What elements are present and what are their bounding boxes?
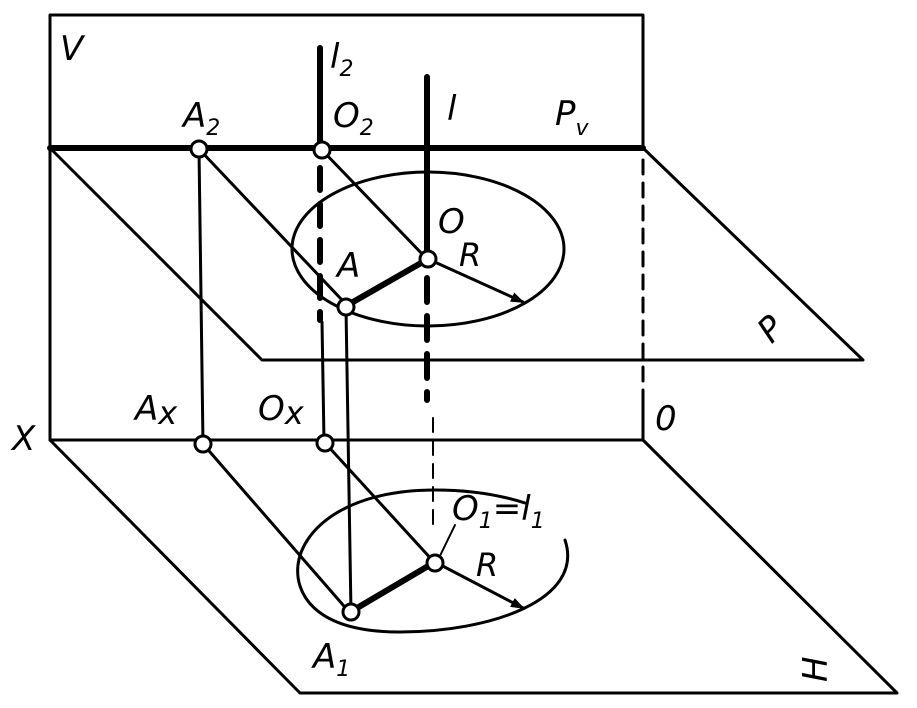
plane-v-outline: [48, 13, 645, 442]
point-a2: [189, 139, 209, 159]
label-a2: A2: [181, 96, 220, 141]
label-a: A: [335, 246, 360, 286]
diagonal-ax-in-h: [201, 442, 352, 615]
label-o1-eq-l1: O1=l1: [452, 489, 545, 534]
label-v: V: [60, 29, 86, 69]
point-ox: [315, 433, 335, 453]
label-p: P: [750, 308, 793, 351]
diagonal-a2-in-p: [197, 147, 344, 302]
radius-arrow-upper: [426, 257, 525, 304]
label-l2: l2: [330, 37, 353, 82]
point-o: [418, 249, 438, 269]
point-o1: [425, 553, 445, 573]
label-r-upper: R: [459, 236, 481, 274]
label-l: l: [447, 89, 457, 129]
segment-o-a: [343, 256, 431, 309]
diagonal-ox-in-h: [324, 442, 436, 564]
radius-arrow-lower: [433, 560, 525, 610]
point-o2: [312, 140, 332, 160]
label-ax: Ax: [133, 389, 178, 432]
connector-a-a1: [344, 306, 353, 615]
label-x: X: [10, 419, 36, 459]
plane-p-outline: [48, 146, 865, 362]
point-ax: [193, 434, 213, 454]
plane-h-outline: [48, 438, 899, 695]
connector-a2-ax: [197, 148, 205, 446]
label-o2: O2: [333, 96, 374, 141]
circle-in-plane-h: [296, 488, 569, 634]
segment-o1-a1: [349, 559, 438, 614]
point-a: [336, 297, 356, 317]
label-r-lower: R: [476, 546, 498, 584]
connector-o2-ox: [320, 320, 326, 443]
label-h: H: [796, 656, 836, 682]
label-pv: Pv: [555, 94, 590, 141]
label-ox: Ox: [258, 389, 305, 432]
label-a1: A1: [311, 637, 350, 682]
label-o: O: [438, 202, 465, 242]
point-a1: [341, 602, 361, 622]
diagonal-o2-in-p: [320, 148, 428, 260]
label-origin-zero: 0: [655, 399, 677, 439]
